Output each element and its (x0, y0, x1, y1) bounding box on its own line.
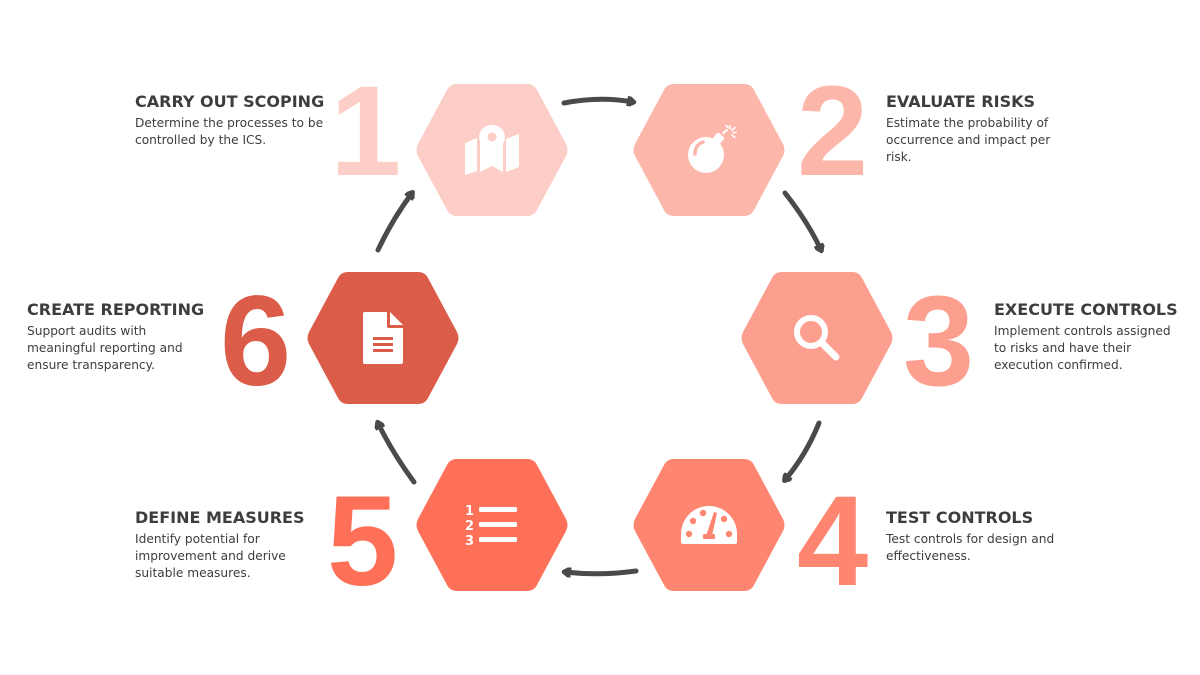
bomb-icon (688, 125, 737, 173)
step-4-number: 4 (797, 470, 868, 613)
step-3-description: Implement controls assigned to risks and… (994, 324, 1171, 372)
step-1-description: Determine the processes to be controlled… (135, 116, 324, 147)
arrow-4-to-5 (565, 571, 639, 574)
step-1-text: CARRY OUT SCOPING Determine the processe… (135, 92, 325, 149)
document-icon (363, 312, 403, 364)
step-5-hexagon: 1 2 3 (415, 457, 569, 593)
step-3-title: EXECUTE CONTROLS (994, 300, 1178, 319)
numbered-list-icon: 1 2 3 (465, 504, 517, 547)
step-1-hexagon (415, 82, 569, 218)
svg-text:2: 2 (465, 519, 474, 534)
step-5-text: DEFINE MEASURES Identify potential for i… (135, 508, 325, 582)
step-6-number: 6 (220, 270, 291, 413)
arrow-1-to-2 (561, 99, 633, 103)
step-4-title: TEST CONTROLS (886, 508, 1034, 527)
step-2-text: EVALUATE RISKS Estimate the probability … (886, 92, 1076, 166)
step-1-title: CARRY OUT SCOPING (135, 92, 325, 111)
step-6-description: Support audits with meaningful reporting… (27, 324, 183, 372)
magnifier-icon (794, 315, 840, 361)
step-2-title: EVALUATE RISKS (886, 92, 1036, 111)
step-6-title: CREATE REPORTING (27, 300, 205, 319)
step-2-description: Estimate the probability of occurrence a… (886, 116, 1051, 164)
step-4-hexagon (632, 457, 786, 593)
step-4-text: TEST CONTROLS Test controls for design a… (886, 508, 1076, 565)
step-3-text: EXECUTE CONTROLS Implement controls assi… (994, 300, 1184, 374)
svg-text:3: 3 (465, 534, 474, 547)
step-6-text: CREATE REPORTING Support audits with mea… (27, 300, 217, 374)
step-6-hexagon (306, 270, 460, 406)
step-3-hexagon (740, 270, 894, 406)
gauge-icon (681, 506, 737, 544)
step-1-number: 1 (330, 60, 401, 203)
step-4-description: Test controls for design and effectivene… (886, 532, 1055, 563)
step-5-number: 5 (327, 470, 398, 613)
map-pin-icon (465, 125, 519, 175)
step-5-description: Identify potential for improvement and d… (135, 532, 286, 580)
svg-text:1: 1 (465, 504, 474, 519)
step-5-title: DEFINE MEASURES (135, 508, 305, 527)
step-3-number: 3 (903, 270, 974, 413)
step-2-number: 2 (797, 60, 868, 203)
step-2-hexagon (632, 82, 786, 218)
